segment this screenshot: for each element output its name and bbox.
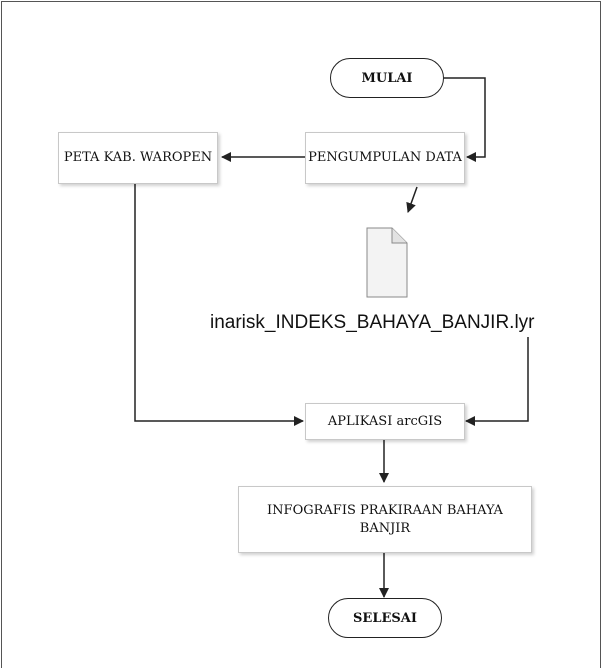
start-label: MULAI xyxy=(361,70,413,86)
end-label: SELESAI xyxy=(353,610,417,626)
arcgis-node: APLIKASI arcGIS xyxy=(305,403,465,440)
file-icon xyxy=(366,227,408,298)
edge-start-to-data-collection xyxy=(444,77,486,162)
edge-data-collection-to-layer xyxy=(406,186,418,213)
data-collection-label: PENGUMPULAN DATA xyxy=(308,150,462,165)
layer-file-label: inarisk_INDEKS_BAHAYA_BANJIR.lyr xyxy=(210,312,535,333)
edge-layer-to-arcgis xyxy=(465,337,529,426)
end-node: SELESAI xyxy=(328,598,442,638)
arcgis-label: APLIKASI arcGIS xyxy=(327,413,443,429)
infographic-label: INFOGRAFIS PRAKIRAAN BAHAYA BANJIR xyxy=(267,502,503,536)
data-collection-node: PENGUMPULAN DATA xyxy=(305,132,465,184)
infographic-node: INFOGRAFIS PRAKIRAAN BAHAYA BANJIR xyxy=(238,486,532,553)
edge-map-to-arcgis xyxy=(134,184,304,426)
map-source-node: PETA KAB. WAROPEN xyxy=(58,132,218,184)
map-source-label: PETA KAB. WAROPEN xyxy=(63,150,213,165)
start-node: MULAI xyxy=(330,58,444,98)
